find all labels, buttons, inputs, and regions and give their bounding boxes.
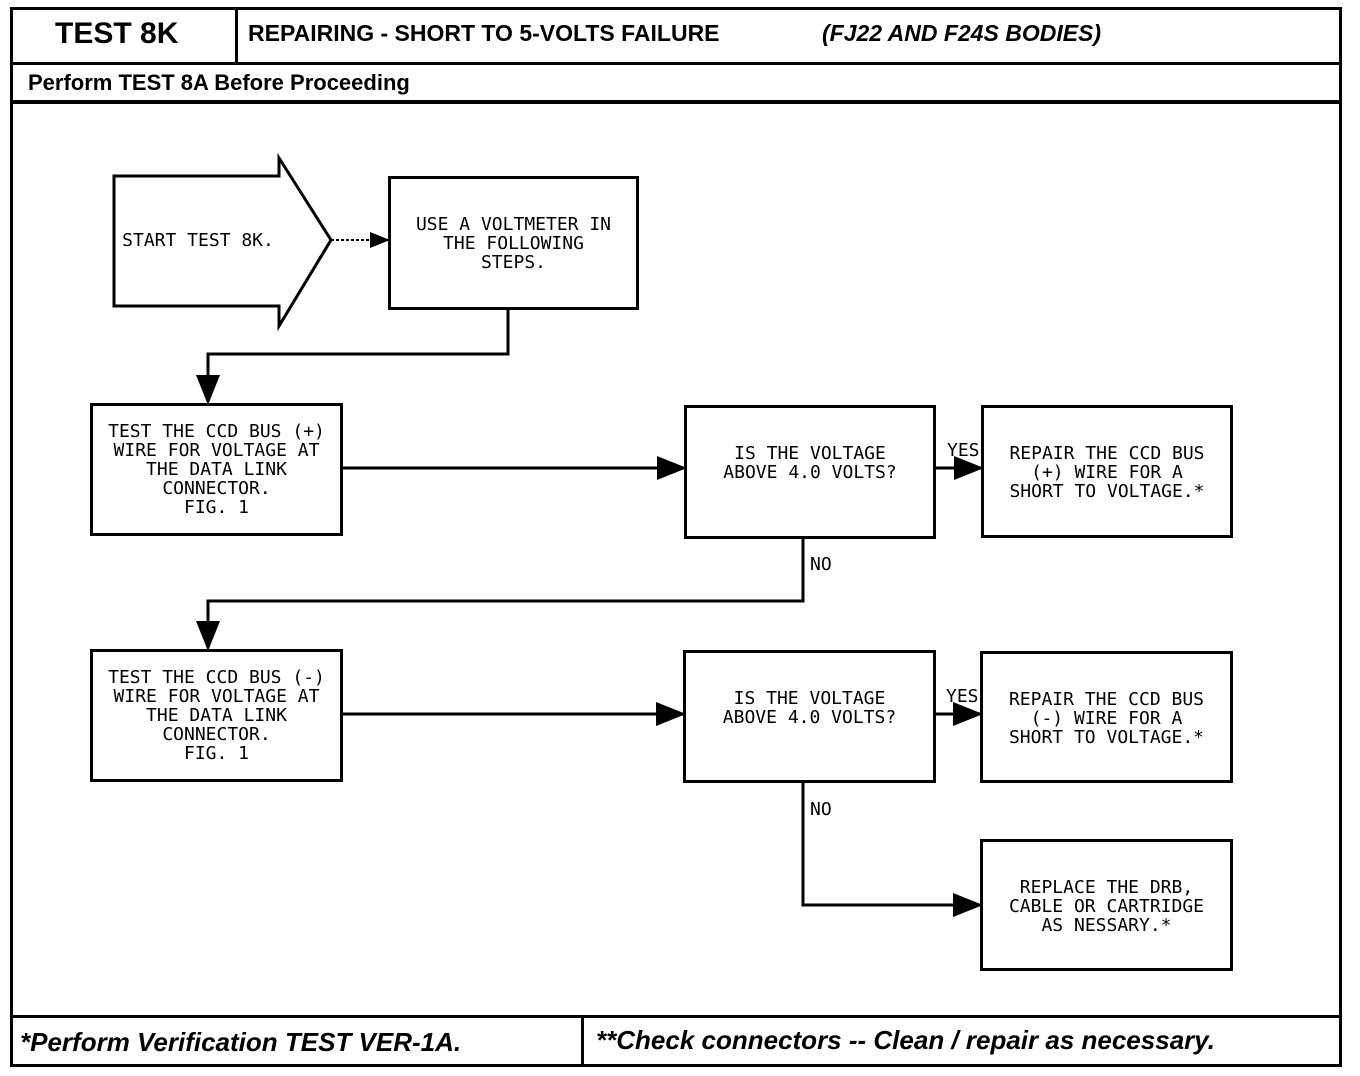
yes-label-1: YES	[947, 440, 980, 461]
footer-right-note: **Check connectors -- Clean / repair as …	[596, 1025, 1215, 1055]
use-voltmeter-box: USE A VOLTMETER IN THE FOLLOWING STEPS.	[388, 176, 639, 310]
test-minus-box: TEST THE CCD BUS (-) WIRE FOR VOLTAGE AT…	[90, 649, 343, 782]
prerequisite: Perform TEST 8A Before Proceeding	[28, 70, 410, 95]
start-arrow-shape	[112, 152, 333, 332]
repair-minus-box: REPAIR THE CCD BUS (-) WIRE FOR A SHORT …	[980, 651, 1233, 783]
replace-box: REPLACE THE DRB, CABLE OR CARTRIDGE AS N…	[980, 839, 1233, 971]
no-label-2: NO	[810, 799, 832, 820]
footer-left-note: *Perform Verification TEST VER-1A.	[20, 1027, 462, 1057]
no-label-1: NO	[810, 554, 832, 575]
yes-label-2: YES	[946, 686, 979, 707]
test-plus-box: TEST THE CCD BUS (+) WIRE FOR VOLTAGE AT…	[90, 403, 343, 536]
repair-plus-box: REPAIR THE CCD BUS (+) WIRE FOR A SHORT …	[981, 405, 1233, 538]
outer-frame	[10, 7, 1342, 1067]
question-2-box: IS THE VOLTAGE ABOVE 4.0 VOLTS?	[683, 650, 936, 783]
question-1-box: IS THE VOLTAGE ABOVE 4.0 VOLTS?	[684, 405, 936, 539]
page-title: REPAIRING - SHORT TO 5-VOLTS FAILURE	[248, 20, 720, 46]
test-id: TEST 8K	[55, 17, 179, 50]
start-label: START TEST 8K.	[122, 229, 274, 251]
bodies-note: (FJ22 AND F24S BODIES)	[822, 20, 1102, 46]
